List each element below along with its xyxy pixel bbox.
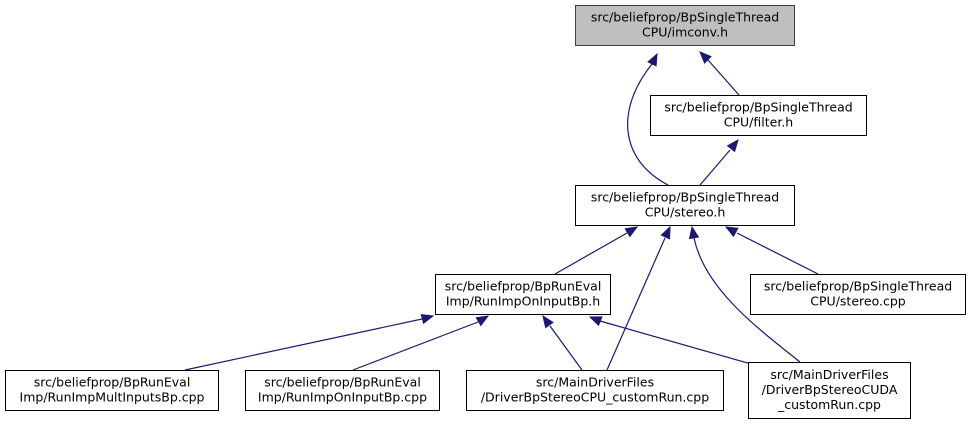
- edge-line: [606, 237, 666, 371]
- edge-cpu_custom-to-stereo_h: [606, 225, 671, 371]
- node-label-line: Imp/RunImpMultInputsBp.cpp: [20, 390, 205, 405]
- arrowhead: [724, 226, 739, 238]
- node-box[interactable]: [435, 274, 611, 315]
- edge-line: [736, 232, 819, 275]
- node-label-line: _customRun.cpp: [777, 397, 881, 412]
- node-label-line: src/beliefprop/BpRunEval: [34, 375, 191, 390]
- node-box[interactable]: [748, 362, 911, 419]
- arrowhead: [624, 226, 639, 238]
- arrowhead: [542, 314, 554, 329]
- edge-stereo_h-to-filter: [699, 138, 739, 186]
- edge-multi_cpp-to-runimp_h: [184, 313, 435, 371]
- edge-cuda_custom-to-runimp_h: [588, 316, 766, 369]
- node-box[interactable]: [575, 185, 795, 226]
- node-label-line: src/beliefprop/BpRunEval: [264, 375, 421, 390]
- node-box[interactable]: [5, 370, 219, 411]
- edge-line: [554, 232, 628, 275]
- edge-line: [352, 321, 479, 371]
- node-label-line: src/beliefprop/BpSingleThread: [591, 190, 779, 205]
- edge-line: [549, 325, 583, 371]
- node-cpu_custom[interactable]: src/MainDriverFiles/DriverBpStereoCPU_cu…: [466, 370, 724, 411]
- edge-line: [699, 149, 731, 186]
- node-box[interactable]: [245, 370, 440, 411]
- node-box[interactable]: [750, 274, 966, 315]
- node-imconv[interactable]: src/beliefprop/BpSingleThreadCPU/imconv.…: [575, 5, 795, 46]
- node-label-line: Imp/RunImpOnInputBp.h: [446, 294, 600, 309]
- arrowhead: [475, 315, 490, 327]
- edge-cuda_custom-to-stereo_h: [688, 225, 801, 363]
- node-label-line: CPU/imconv.h: [642, 25, 728, 40]
- node-filter[interactable]: src/beliefprop/BpSingleThreadCPU/filter.…: [650, 95, 867, 136]
- node-label-line: src/beliefprop/BpRunEval: [445, 279, 602, 294]
- arrowhead: [699, 51, 712, 64]
- node-label-line: src/beliefprop/BpSingleThread: [591, 10, 779, 25]
- arrowhead: [588, 316, 603, 327]
- arrowhead: [420, 313, 435, 325]
- node-runimp_cpp[interactable]: src/beliefprop/BpRunEvalImp/RunImpOnInpu…: [245, 370, 440, 411]
- arrowhead: [660, 225, 671, 240]
- edge-line: [707, 59, 740, 96]
- edge-cpu_custom-to-runimp_h: [542, 314, 583, 371]
- edge-line: [693, 237, 801, 363]
- arrowhead: [688, 225, 700, 240]
- node-stereo_h[interactable]: src/beliefprop/BpSingleThreadCPU/stereo.…: [575, 185, 795, 226]
- node-box[interactable]: [466, 370, 724, 411]
- edge-stereo_cpp-to-stereo_h: [724, 226, 819, 275]
- node-label-line: src/MainDriverFiles: [536, 375, 654, 390]
- edge-runimp_cpp-to-runimp_h: [352, 315, 490, 371]
- edge-line: [599, 320, 766, 369]
- nodes-layer: src/beliefprop/BpSingleThreadCPU/imconv.…: [5, 5, 966, 419]
- node-stereo_cpp[interactable]: src/beliefprop/BpSingleThreadCPU/stereo.…: [750, 274, 966, 315]
- node-label-line: CPU/stereo.h: [645, 205, 726, 220]
- edge-runimp_h-to-stereo_h: [554, 226, 639, 275]
- edge-filter-to-imconv: [699, 51, 740, 96]
- node-box[interactable]: [575, 5, 795, 46]
- node-label-line: /DriverBpStereoCPU_customRun.cpp: [481, 390, 709, 405]
- node-box[interactable]: [650, 95, 867, 136]
- edges-layer: [184, 51, 819, 371]
- node-cuda_custom[interactable]: src/MainDriverFiles/DriverBpStereoCUDA_c…: [748, 362, 911, 419]
- arrowhead: [726, 138, 739, 153]
- node-multi_cpp[interactable]: src/beliefprop/BpRunEvalImp/RunImpMultIn…: [5, 370, 219, 411]
- edge-line: [627, 63, 669, 186]
- edge-line: [184, 318, 423, 371]
- node-label-line: CPU/stereo.cpp: [810, 294, 905, 309]
- edge-stereo_h-to-imconv: [627, 52, 669, 186]
- node-runimp_h[interactable]: src/beliefprop/BpRunEvalImp/RunImpOnInpu…: [435, 274, 611, 315]
- node-label-line: src/MainDriverFiles: [770, 367, 888, 382]
- node-label-line: CPU/filter.h: [724, 115, 793, 130]
- arrowhead: [647, 52, 658, 67]
- node-label-line: /DriverBpStereoCUDA: [762, 382, 898, 397]
- node-label-line: src/beliefprop/BpSingleThread: [664, 100, 852, 115]
- node-label-line: Imp/RunImpOnInputBp.cpp: [258, 390, 427, 405]
- node-label-line: src/beliefprop/BpSingleThread: [764, 279, 952, 294]
